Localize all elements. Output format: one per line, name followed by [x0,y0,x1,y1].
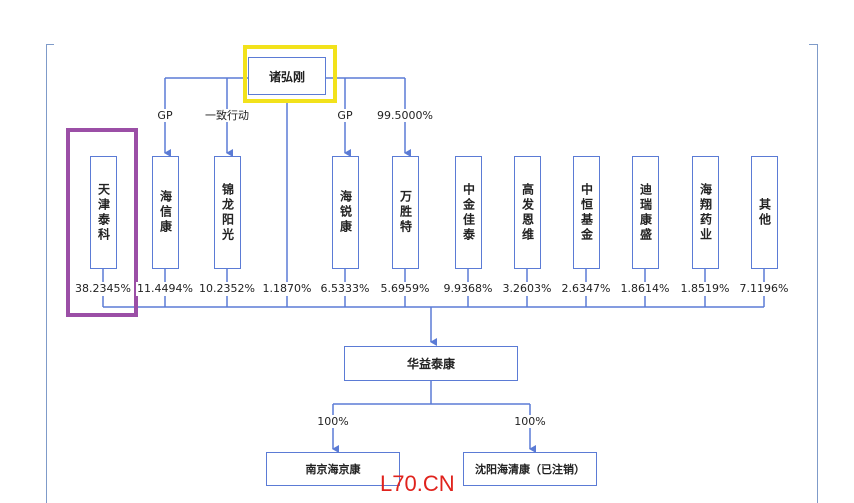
node-zhongheng-jijin-label: 中恒基金 [579,182,594,243]
pct-dirui-kangsheng: 1.8614% [619,282,671,296]
node-haixiang-yaoye[interactable]: 海翔药业 [692,156,719,269]
edge-label-gp-right: GP [335,109,355,122]
pct-wanshengte: 5.6959% [379,282,431,296]
edge-label-gp-left: GP [155,109,175,122]
watermark: L70.CN [380,471,455,496]
node-zhongjin-jiatai-label: 中金佳泰 [461,182,476,243]
pct-gaofa-enwei: 3.2603% [501,282,553,296]
pct-direct-holding: 1.1870% [261,282,313,296]
node-dirui-kangsheng-label: 迪瑞康盛 [638,182,653,243]
frame-left-tick [46,44,54,45]
frame-right-tick [809,44,817,45]
node-jinlong-yangguang[interactable]: 锦龙阳光 [214,156,241,269]
node-nanjing-label: 南京海京康 [305,463,361,476]
node-wanshengte-label: 万胜特 [398,190,413,235]
frame-right-line [817,44,818,503]
frame-left-line [46,44,47,503]
highlight-top-holder [243,45,337,103]
pct-zhongjin-jiatai: 9.9368% [442,282,494,296]
node-haixiang-yaoye-label: 海翔药业 [698,182,713,243]
node-nanjing-haijingkang[interactable]: 南京海京康 [266,452,400,486]
node-dirui-kangsheng[interactable]: 迪瑞康盛 [632,156,659,269]
pct-haixinkang: 11.4494% [136,282,194,296]
highlight-tianjin-taike [66,128,138,317]
node-tianjin-taike[interactable]: 天津泰科 [90,156,117,269]
node-top-holder[interactable]: 诸弘刚 [248,57,326,95]
pct-jinlong-yangguang: 10.2352% [198,282,256,296]
pct-other: 7.1196% [738,282,790,296]
edge-label-concert: 一致行动 [203,109,251,122]
node-other[interactable]: 其他 [751,156,778,269]
node-zhongheng-jijin[interactable]: 中恒基金 [573,156,600,269]
pct-tianjin-taike: 38.2345% [74,282,132,296]
edge-label-wansheng-share: 99.5000% [375,109,435,122]
pct-hairuikang: 6.5333% [319,282,371,296]
node-wanshengte[interactable]: 万胜特 [392,156,419,269]
node-top-holder-label: 诸弘刚 [268,69,305,84]
node-company-label: 华益泰康 [406,357,455,371]
node-shenyang-haiqingkang[interactable]: 沈阳海清康（已注销） [463,452,597,486]
node-haixinkang[interactable]: 海信康 [152,156,179,269]
node-hairuikang-label: 海锐康 [338,190,353,235]
node-jinlong-yangguang-label: 锦龙阳光 [220,182,235,243]
node-gaofa-enwei[interactable]: 高发恩维 [514,156,541,269]
node-haixinkang-label: 海信康 [158,190,173,235]
pct-zhongheng-jijin: 2.6347% [560,282,612,296]
node-company[interactable]: 华益泰康 [344,346,518,381]
node-gaofa-enwei-label: 高发恩维 [520,182,535,243]
pct-nanjing: 100% [315,415,351,428]
node-other-label: 其他 [757,197,772,228]
node-zhongjin-jiatai[interactable]: 中金佳泰 [455,156,482,269]
pct-haixiang-yaoye: 1.8519% [679,282,731,296]
pct-shenyang: 100% [512,415,548,428]
node-hairuikang[interactable]: 海锐康 [332,156,359,269]
node-tianjin-taike-label: 天津泰科 [96,182,111,243]
node-shenyang-label: 沈阳海清康（已注销） [475,463,585,476]
